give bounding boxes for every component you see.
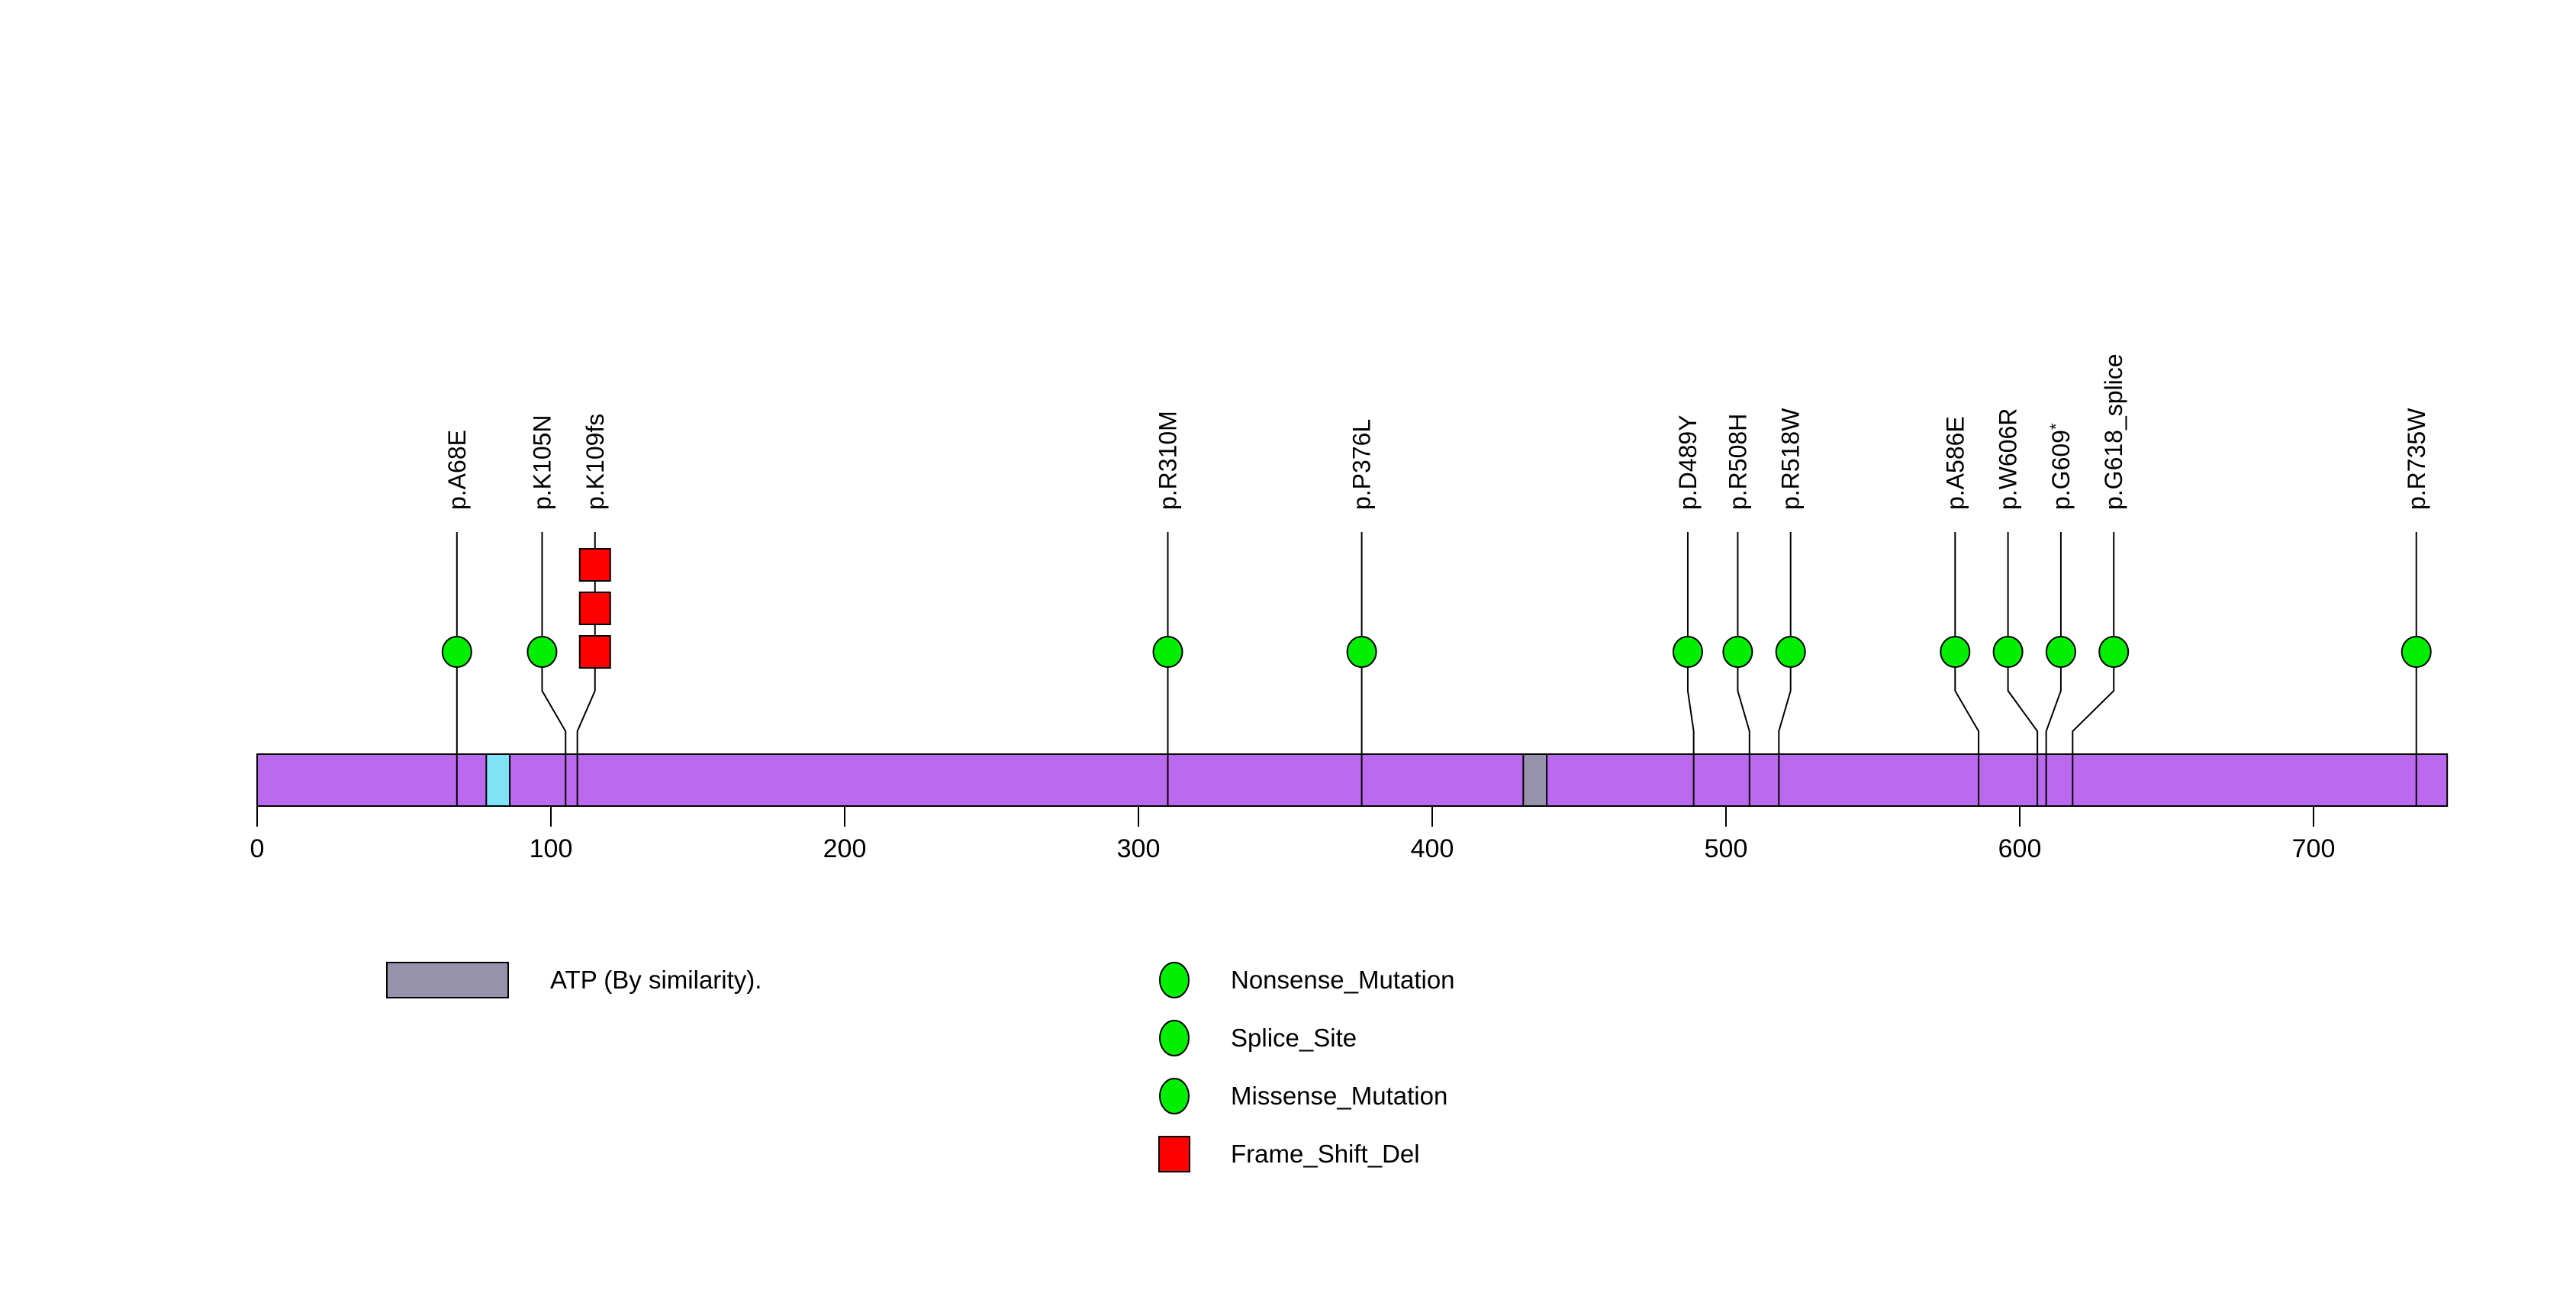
legend-domain-label: ATP (By similarity).: [550, 966, 762, 994]
mutation-label-p.A586E: p.A586E: [1941, 416, 1969, 510]
legend-domain-swatch: [386, 962, 509, 998]
axis-tick-label-0: 0: [250, 834, 265, 863]
mutation-label-p.A68E: p.A68E: [443, 430, 471, 510]
axis-tick-label-500: 500: [1705, 834, 1748, 863]
mutation-label-p.R508H: p.R508H: [1724, 414, 1751, 510]
mutation-label-p.R735W: p.R735W: [2403, 408, 2430, 510]
mutation-label-p.K105N: p.K105N: [528, 414, 555, 510]
mutation-marker-p.K105N: [526, 636, 558, 668]
mutation-marker-p.R508H: [1722, 636, 1753, 668]
domain-segment-region-0: [485, 753, 511, 807]
legend-label-Missense_Mutation: Missense_Mutation: [1231, 1082, 1447, 1110]
mutation-label-p.K109fs: p.K109fs: [581, 414, 609, 510]
legend-symbol-Frame_Shift_Del: [1158, 1136, 1191, 1172]
axis-tick-label-300: 300: [1117, 834, 1161, 863]
mutation-marker-p.R735W: [2401, 636, 2432, 668]
protein-bar: [256, 753, 2449, 807]
mutation-label-p.G609*: p.G609*: [2046, 423, 2075, 510]
mutation-marker-p.D489Y: [1672, 636, 1703, 668]
mutation-label-p.R518W: p.R518W: [1777, 408, 1805, 510]
mutation-marker-p.A586E: [1940, 636, 1971, 668]
mutation-marker-p.G618_splice: [2098, 636, 2130, 668]
mutation-label-p.R310M: p.R310M: [1154, 411, 1182, 510]
axis-tick-label-700: 700: [2292, 834, 2336, 863]
mutation-marker-p.K109fs: [578, 548, 611, 582]
legend-label-Splice_Site: Splice_Site: [1231, 1024, 1357, 1052]
domain-segment-ATP (By similarity).: [1522, 753, 1548, 807]
legend-symbol-Missense_Mutation: [1159, 1078, 1190, 1114]
legend-symbol-Splice_Site: [1159, 1020, 1190, 1056]
mutation-marker-p.A68E: [441, 636, 472, 668]
mutation-marker-p.P376L: [1346, 636, 1377, 668]
mutation-marker-p.R518W: [1775, 636, 1806, 668]
legend-label-Nonsense_Mutation: Nonsense_Mutation: [1231, 966, 1455, 994]
legend-label-Frame_Shift_Del: Frame_Shift_Del: [1231, 1140, 1420, 1168]
mutation-marker-p.R310M: [1152, 636, 1183, 668]
axis-tick-label-100: 100: [530, 834, 573, 863]
mutation-marker-p.K109fs: [578, 592, 611, 625]
mutation-label-p.P376L: p.P376L: [1348, 419, 1376, 510]
axis-tick-label-200: 200: [823, 834, 867, 863]
mutation-label-p.D489Y: p.D489Y: [1674, 414, 1702, 510]
legend-symbol-Nonsense_Mutation: [1159, 962, 1190, 998]
mutation-marker-p.W606R: [1992, 636, 2024, 668]
mutation-label-p.W606R: p.W606R: [1995, 408, 2022, 510]
axis-tick-label-600: 600: [1998, 834, 2042, 863]
axis-tick-label-400: 400: [1411, 834, 1454, 863]
mutation-marker-p.K109fs: [578, 635, 611, 669]
mutation-marker-p.G609*: [2045, 636, 2076, 668]
mutation-label-p.G618_splice: p.G618_splice: [2100, 353, 2127, 510]
